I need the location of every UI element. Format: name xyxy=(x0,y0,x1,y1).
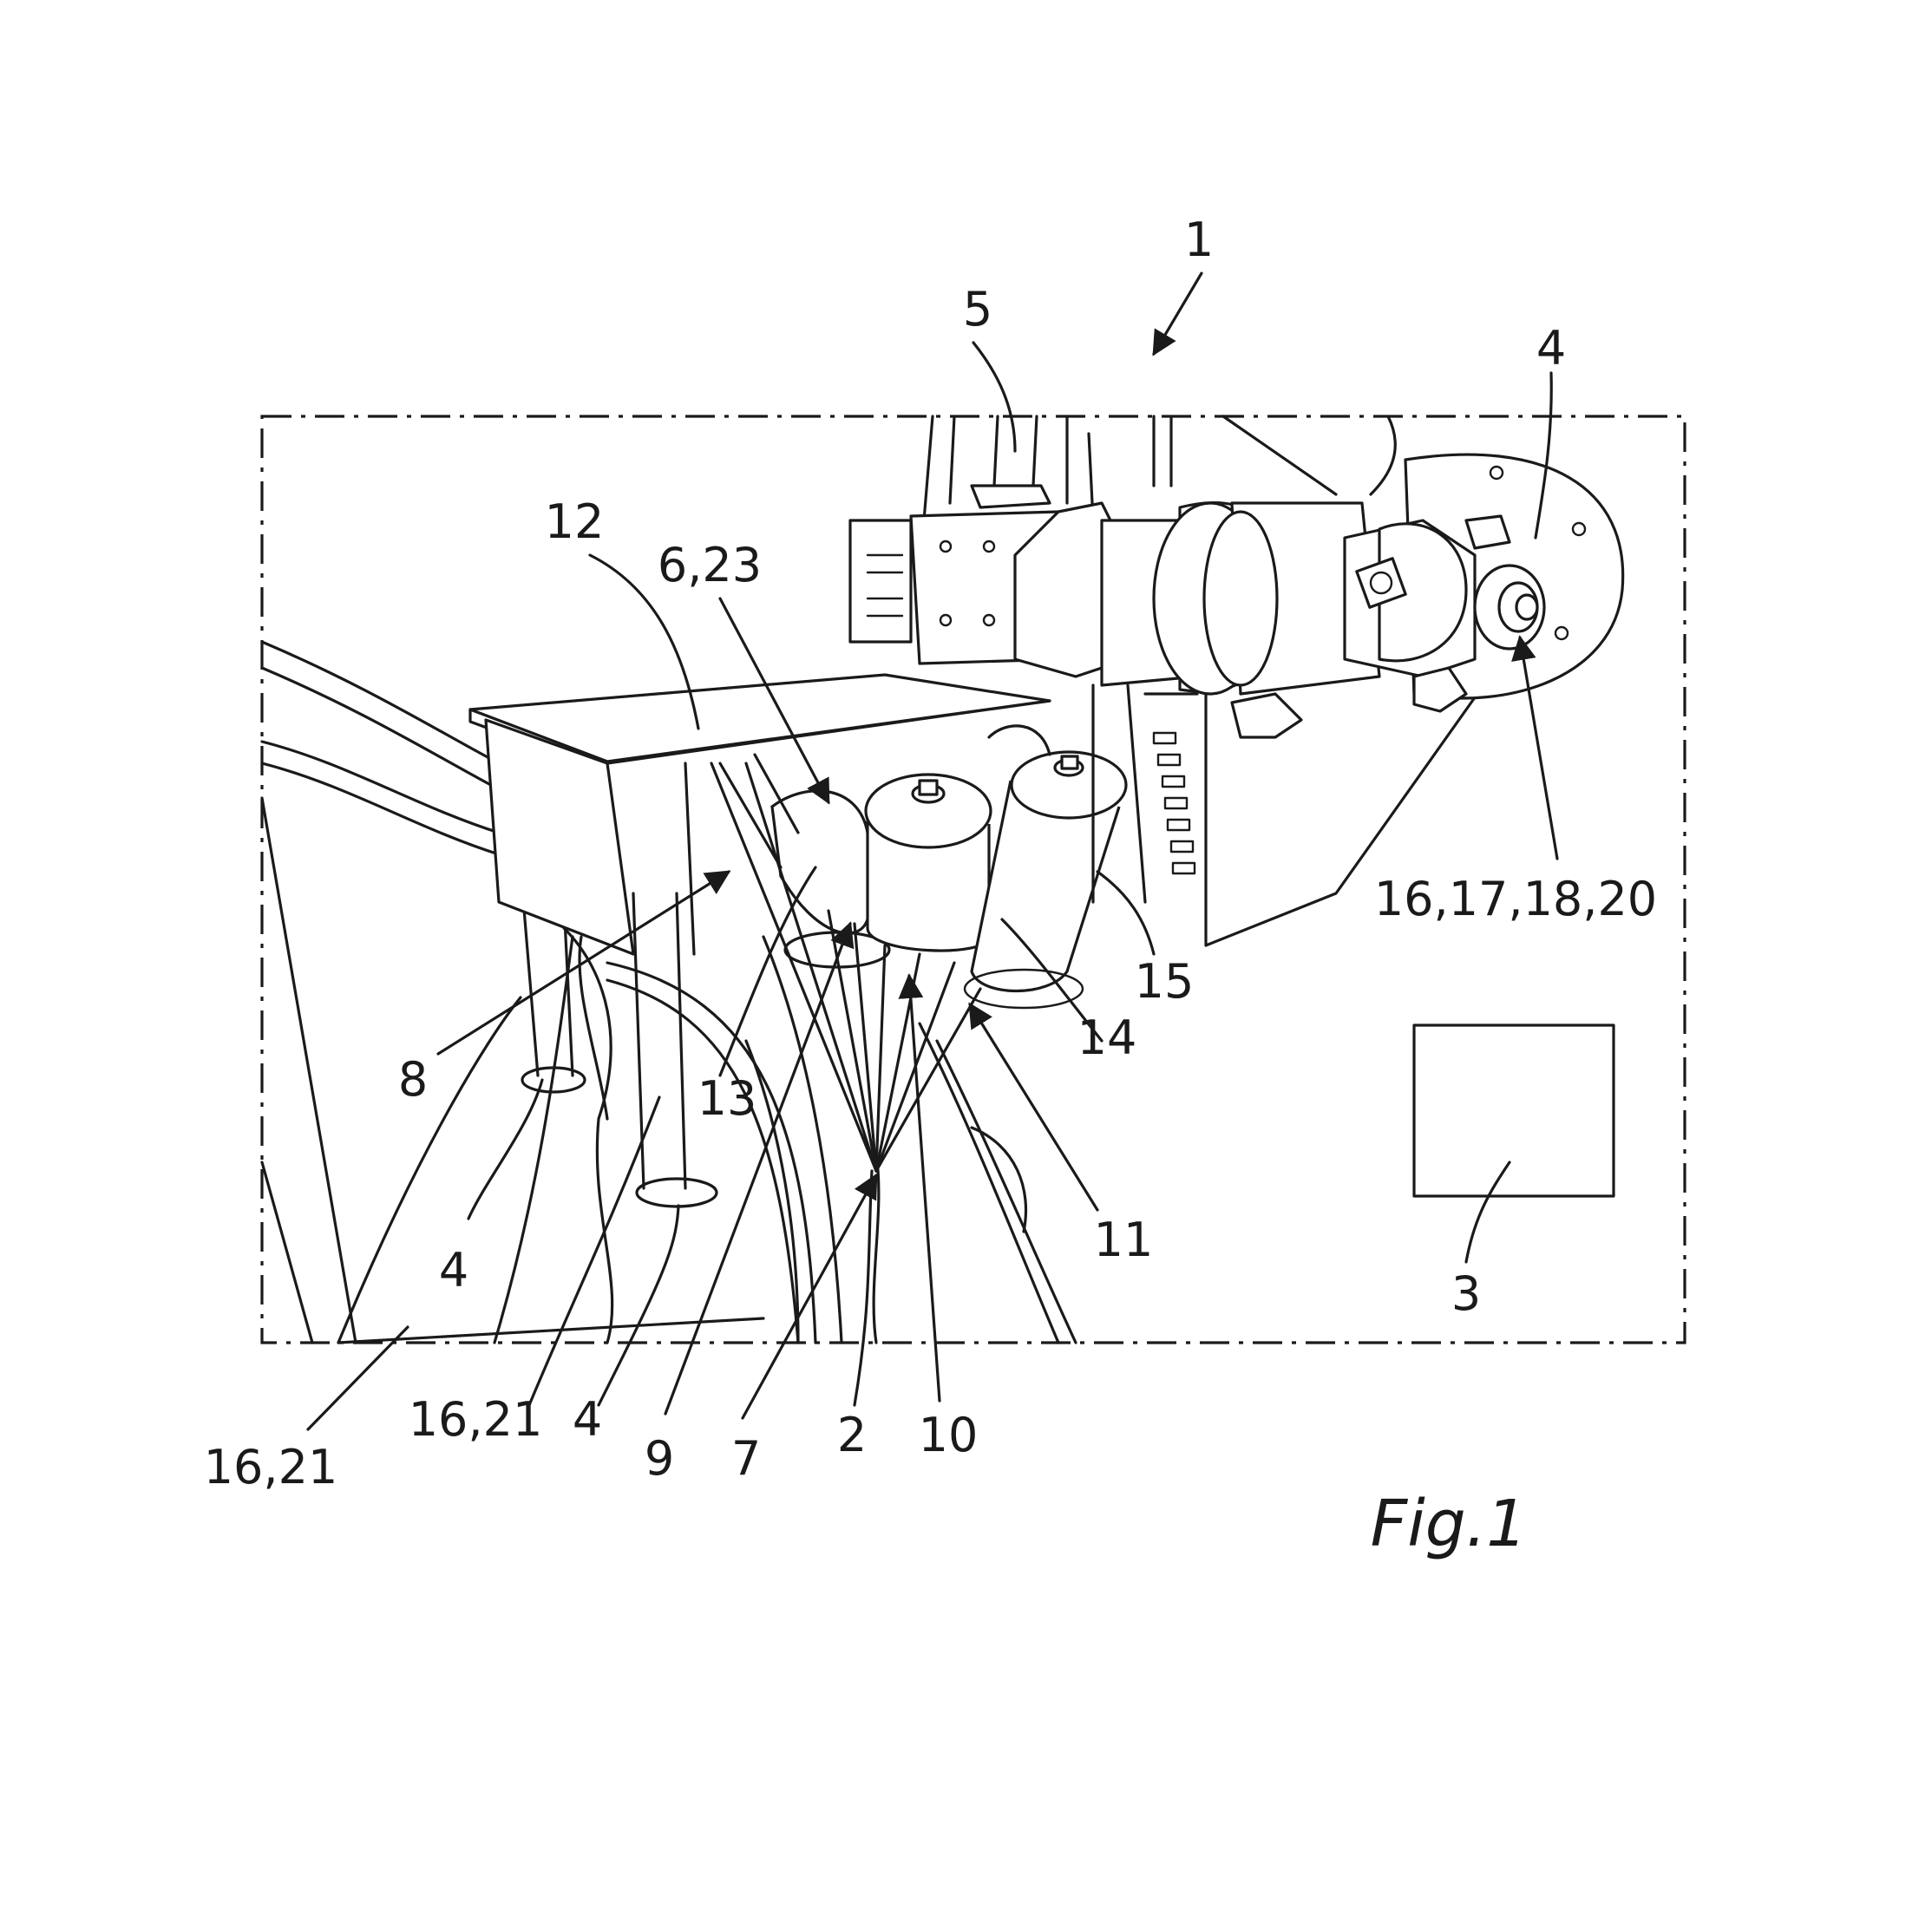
leader-2 xyxy=(853,1169,874,1407)
label-11: 11 xyxy=(1094,1213,1154,1267)
label-3: 3 xyxy=(1451,1266,1481,1321)
label-14: 14 xyxy=(1077,1010,1137,1065)
figure-caption: Fig.1 xyxy=(1371,1487,1528,1561)
label-15: 15 xyxy=(1135,954,1195,1009)
leader-16-17-18-20 xyxy=(1511,635,1559,860)
label-16-21-b: 16,21 xyxy=(409,1392,543,1447)
leader-4-bottom xyxy=(597,1204,680,1407)
label-10: 10 xyxy=(919,1408,979,1462)
leader-1 xyxy=(1152,271,1203,356)
leader-4-top xyxy=(1534,371,1553,539)
reference-labels: 1 5 4 12 6,23 16,17,18,20 15 14 8 13 11 … xyxy=(204,213,1657,1561)
leader-13 xyxy=(718,866,817,1077)
leader-4-left xyxy=(467,1078,544,1220)
camera-mount-table xyxy=(468,673,1051,956)
leader-7 xyxy=(741,1173,878,1420)
leader-3 xyxy=(1464,1161,1511,1264)
leader-16-21-b xyxy=(527,1095,661,1407)
vehicle-wheel-arch xyxy=(337,926,1077,1344)
leader-8 xyxy=(436,870,731,1056)
system-boundary-frame xyxy=(260,415,1686,1344)
sight-lines-fan xyxy=(710,762,982,1173)
label-4-top: 4 xyxy=(1536,321,1566,376)
leader-15 xyxy=(1096,870,1156,956)
cylinder-camera-15 xyxy=(963,750,1128,1010)
label-2: 2 xyxy=(837,1408,867,1462)
label-8: 8 xyxy=(398,1052,428,1107)
leader-16-21-a xyxy=(306,1325,409,1431)
flange-disc xyxy=(1343,453,1625,713)
leader-10 xyxy=(898,973,941,1403)
label-16-17-18-20: 16,17,18,20 xyxy=(1374,872,1657,926)
label-6-23: 6,23 xyxy=(658,538,762,592)
leader-lines xyxy=(306,271,1559,1431)
leader-11 xyxy=(968,1002,1099,1212)
control-unit-box xyxy=(1412,1023,1615,1198)
label-12: 12 xyxy=(545,494,605,549)
cylinder-camera-14 xyxy=(864,773,992,952)
label-16-21-a: 16,21 xyxy=(204,1440,338,1494)
leader-14 xyxy=(1000,918,1104,1043)
label-4-left: 4 xyxy=(439,1243,468,1298)
label-13: 13 xyxy=(697,1071,757,1126)
label-4-bottom: 4 xyxy=(573,1392,602,1447)
leader-9 xyxy=(664,921,855,1416)
conveyor-rails xyxy=(260,640,501,1344)
label-1: 1 xyxy=(1184,213,1214,267)
cooling-fins xyxy=(1152,731,1196,875)
label-7: 7 xyxy=(731,1431,761,1486)
label-5: 5 xyxy=(963,282,992,337)
leader-6-23 xyxy=(718,597,830,805)
label-9: 9 xyxy=(645,1431,674,1486)
leader-5 xyxy=(972,341,1017,453)
leader-12 xyxy=(588,553,700,730)
robot-arm xyxy=(848,415,1485,947)
